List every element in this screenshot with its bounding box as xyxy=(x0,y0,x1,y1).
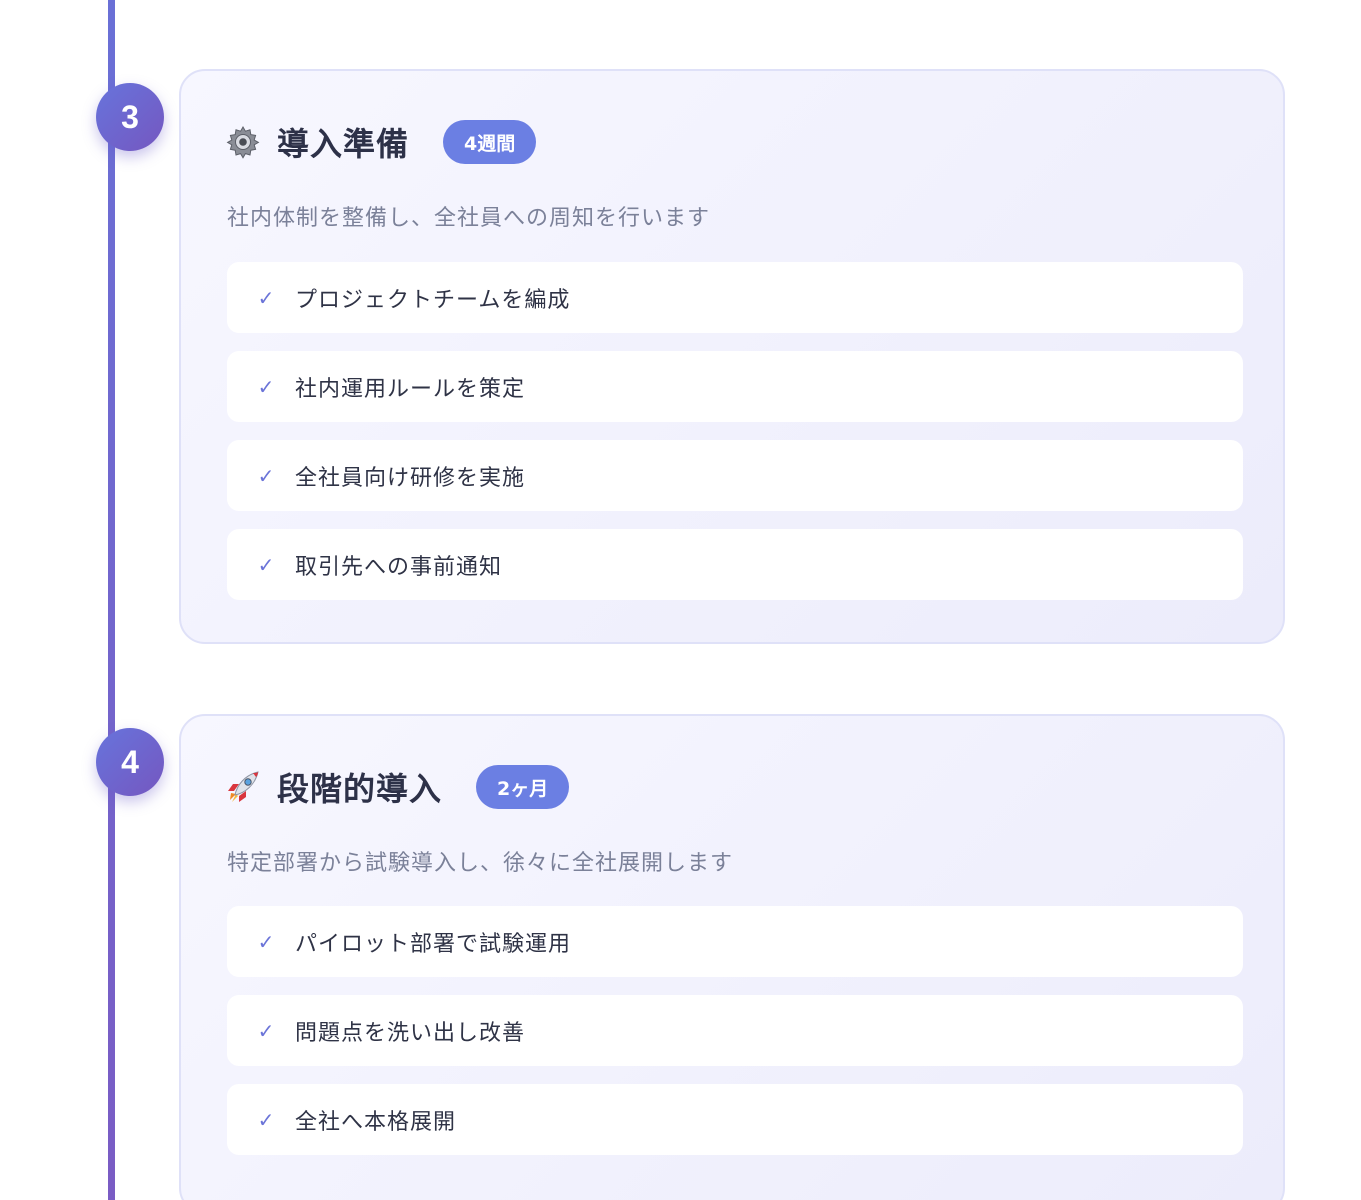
step-title: 段階的導入 xyxy=(277,770,443,808)
task-list: ✓ プロジェクトチームを編成 ✓ 社内運用ルールを策定 ✓ 全社員向け研修を実施… xyxy=(227,262,1243,618)
step-number-badge: 4 xyxy=(96,728,164,796)
timeline-line xyxy=(108,0,115,1200)
task-item: ✓ パイロット部署で試験運用 xyxy=(227,906,1243,977)
card-header: 段階的導入 2ヶ月 xyxy=(225,764,570,810)
task-list: ✓ パイロット部署で試験運用 ✓ 問題点を洗い出し改善 ✓ 全社へ本格展開 xyxy=(227,906,1243,1173)
task-label: プロジェクトチームを編成 xyxy=(295,287,571,313)
step-card: 導入準備 4週間 社内体制を整備し、全社員への周知を行います ✓ プロジェクトチ… xyxy=(179,69,1285,644)
card-header: 導入準備 4週間 xyxy=(225,119,537,165)
check-icon: ✓ xyxy=(257,552,275,577)
step-description: 社内体制を整備し、全社員への周知を行います xyxy=(227,206,711,231)
duration-badge: 2ヶ月 xyxy=(476,765,570,809)
check-icon: ✓ xyxy=(257,929,275,954)
check-icon: ✓ xyxy=(257,1107,275,1132)
check-icon: ✓ xyxy=(257,374,275,399)
check-icon: ✓ xyxy=(257,1018,275,1043)
task-label: 問題点を洗い出し改善 xyxy=(295,1020,526,1046)
task-label: 取引先への事前通知 xyxy=(295,554,503,580)
task-label: 全社へ本格展開 xyxy=(295,1109,457,1135)
task-item: ✓ プロジェクトチームを編成 xyxy=(227,262,1243,333)
step-description: 特定部署から試験導入し、徐々に全社展開します xyxy=(227,851,734,876)
task-label: パイロット部署で試験運用 xyxy=(295,931,572,957)
rocket-icon xyxy=(225,769,261,805)
duration-badge: 4週間 xyxy=(443,120,537,164)
step-card: 段階的導入 2ヶ月 特定部署から試験導入し、徐々に全社展開します ✓ パイロット… xyxy=(179,714,1285,1200)
task-label: 全社員向け研修を実施 xyxy=(295,465,526,491)
check-icon: ✓ xyxy=(257,285,275,310)
task-item: ✓ 社内運用ルールを策定 xyxy=(227,351,1243,422)
gear-icon xyxy=(225,124,261,160)
task-item: ✓ 取引先への事前通知 xyxy=(227,529,1243,600)
step-title: 導入準備 xyxy=(277,125,410,163)
check-icon: ✓ xyxy=(257,463,275,488)
task-item: ✓ 問題点を洗い出し改善 xyxy=(227,995,1243,1066)
task-label: 社内運用ルールを策定 xyxy=(295,376,526,402)
task-item: ✓ 全社員向け研修を実施 xyxy=(227,440,1243,511)
task-item: ✓ 全社へ本格展開 xyxy=(227,1084,1243,1155)
step-number-badge: 3 xyxy=(96,83,164,151)
